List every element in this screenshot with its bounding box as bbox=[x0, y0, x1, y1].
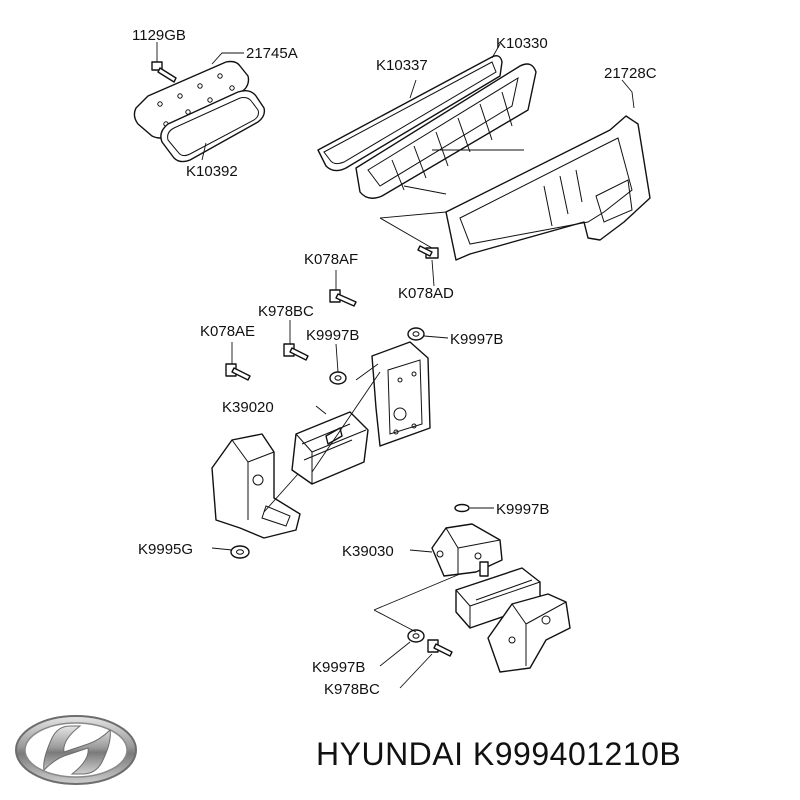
bracket-K39030-top bbox=[431, 523, 503, 577]
housing-21728C bbox=[445, 115, 651, 261]
label-21728C: 21728C bbox=[604, 65, 657, 82]
bolt-K078AE bbox=[225, 363, 251, 381]
label-K078AE: K078AE bbox=[200, 323, 255, 340]
leader-K10337 bbox=[409, 79, 417, 99]
leader-K10392 bbox=[201, 142, 207, 161]
nut-K9997B-d bbox=[407, 629, 425, 643]
leader-K10330 bbox=[491, 43, 501, 59]
leader-K9997B-a bbox=[335, 343, 339, 373]
leader-K978BC-bottom bbox=[399, 653, 433, 689]
bolt-K978BC-top bbox=[283, 343, 309, 361]
label-K9997B-d: K9997B bbox=[312, 659, 365, 676]
label-K9995G: K9995G bbox=[138, 541, 193, 558]
label-21745A: 21745A bbox=[246, 45, 298, 62]
label-K10330: K10330 bbox=[496, 35, 548, 52]
leader-K39030 bbox=[409, 549, 433, 553]
gasket-K10337 bbox=[317, 55, 503, 172]
leader-mount2-link bbox=[373, 573, 461, 611]
leader-K9997B-d bbox=[379, 641, 411, 667]
leader-grille-link bbox=[379, 211, 447, 219]
leader-21745A bbox=[211, 52, 244, 65]
washer-K9997B-c bbox=[454, 503, 470, 513]
label-1129GB: 1129GB bbox=[132, 27, 186, 44]
leader-K9995G bbox=[211, 547, 233, 551]
leader-21728C bbox=[621, 79, 635, 109]
nut-K9997B-b bbox=[407, 327, 425, 341]
label-K9997B-c: K9997B bbox=[496, 501, 549, 518]
leader-K9997B-b bbox=[423, 335, 449, 339]
label-K9997B-b: K9997B bbox=[450, 331, 503, 348]
leader-K39020 bbox=[315, 405, 327, 415]
label-K10337: K10337 bbox=[376, 57, 428, 74]
leader-mount-link bbox=[311, 371, 381, 473]
brand-part-caption: HYUNDAI K999401210B bbox=[316, 736, 682, 772]
leader-mount2-link2 bbox=[373, 609, 417, 633]
leader-nut-link bbox=[355, 363, 379, 381]
mount-K39020 bbox=[291, 411, 369, 485]
nut-K9995G bbox=[230, 545, 250, 559]
bracket-upper-right bbox=[371, 341, 431, 447]
hyundai-logo bbox=[15, 715, 137, 785]
leader-K078AD-dash bbox=[379, 217, 433, 249]
label-K39030: K39030 bbox=[342, 543, 394, 560]
label-K39020: K39020 bbox=[222, 399, 274, 416]
nut-K9997B-a bbox=[329, 371, 347, 385]
leader-K078AD bbox=[431, 259, 435, 287]
leader-grille-link2 bbox=[403, 185, 447, 195]
label-K078AD: K078AD bbox=[398, 285, 454, 302]
cover-plate-21745A bbox=[133, 60, 250, 139]
bolt-1129GB bbox=[151, 61, 177, 83]
grille-K10330 bbox=[355, 63, 537, 199]
bolt-K078AD bbox=[417, 245, 439, 259]
bolt-K978BC-bottom bbox=[427, 639, 453, 657]
bolt-K078AF bbox=[329, 289, 357, 307]
label-K9997B-a: K9997B bbox=[306, 327, 359, 344]
gasket-K10392 bbox=[160, 89, 266, 163]
label-K978BC-top: K978BC bbox=[258, 303, 314, 320]
leader-bracket-link bbox=[263, 473, 299, 513]
bracket-K39030-bottom bbox=[487, 593, 571, 673]
label-K978BC-bottom: K978BC bbox=[324, 681, 380, 698]
bracket-lower-left bbox=[211, 433, 301, 539]
label-K10392: K10392 bbox=[186, 163, 238, 180]
label-K078AF: K078AF bbox=[304, 251, 358, 268]
